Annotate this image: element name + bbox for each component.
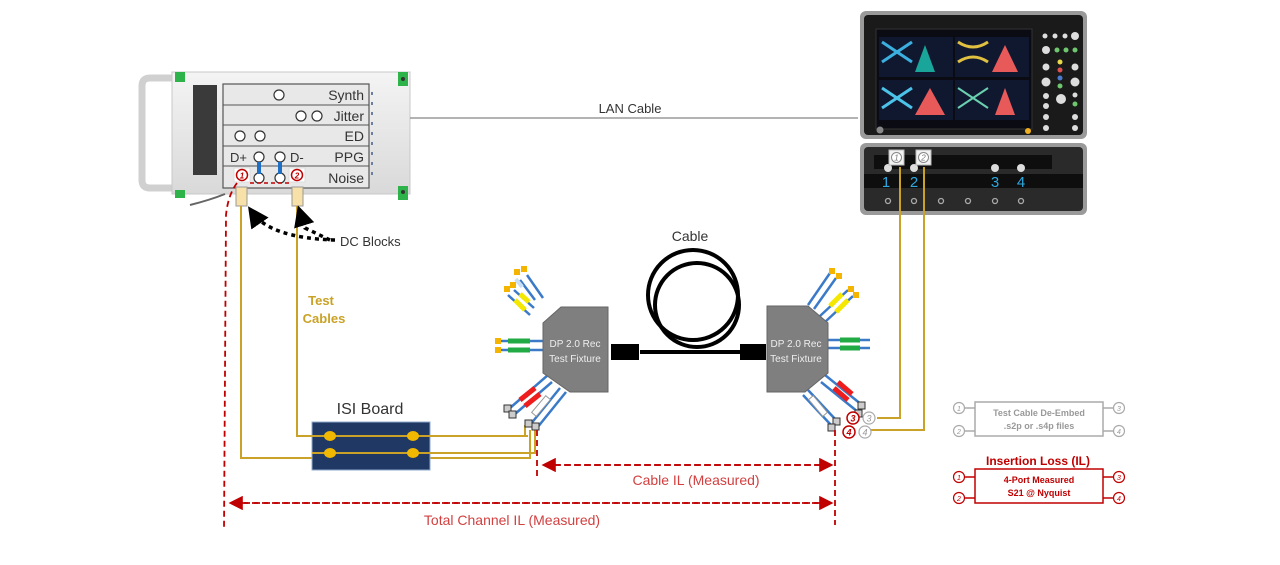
module-label-ed: ED [345, 128, 364, 144]
fixture-port-3-red: 3 [846, 411, 860, 425]
il-box [974, 468, 1104, 504]
ppg-dplus-connector [253, 151, 265, 163]
il-port-3: 3 [1117, 475, 1121, 482]
il-port-2: 2 [956, 496, 961, 503]
svg-text:1: 1 [894, 154, 898, 163]
synth-connector [273, 89, 285, 101]
il-port-1: 1 [957, 475, 961, 482]
fixture-left-label-line2: Test Fixture [549, 354, 601, 365]
test-cables-label-line1: Test [308, 293, 334, 308]
il-line1: 4-Port Measured [1004, 475, 1075, 485]
scope-inputs [884, 164, 1025, 172]
fixture-port-3-gray: 3 [862, 411, 876, 425]
fixture-right-body [766, 305, 829, 393]
vent-grid [193, 85, 217, 175]
fixture-left: DP 2.0 Rec Test Fixture [495, 266, 609, 431]
svg-text:1: 1 [240, 172, 245, 181]
legend-insertion-loss: Insertion Loss (IL) 1 2 3 4 4-Port Measu… [952, 454, 1126, 505]
channel-1-label: 1 [882, 174, 890, 191]
svg-text:4: 4 [862, 428, 867, 438]
cable-connector-right [740, 344, 766, 360]
deembed-port-4: 4 [1117, 429, 1121, 436]
jitter-connector [295, 110, 307, 122]
scope-cable-2 [867, 167, 925, 431]
il-title: Insertion Loss (IL) [986, 454, 1090, 468]
scope-eye-diagrams [879, 37, 1029, 120]
isi-board: ISI Board [311, 401, 431, 471]
channel-2-label: 2 [910, 174, 918, 191]
dc-blocks-label: DC Blocks [340, 234, 401, 249]
module-label-jitter: Jitter [334, 108, 365, 124]
svg-text:2: 2 [294, 172, 300, 181]
svg-text:2: 2 [920, 154, 926, 163]
noise-connector [274, 172, 286, 184]
ppg-dminus-connector [274, 151, 286, 163]
jitter-connector [311, 110, 323, 122]
lan-cable-label: LAN Cable [599, 101, 662, 116]
ppg-jumper [257, 162, 261, 174]
deembed-port-2: 2 [956, 429, 961, 436]
dminus-label: D- [290, 150, 304, 165]
cable-label: Cable [672, 228, 709, 244]
fixture-right-label-line2: Test Fixture [770, 354, 822, 365]
dc-blocks-arrow [294, 205, 331, 242]
module-label-noise: Noise [328, 170, 364, 186]
il-port-4: 4 [1117, 496, 1121, 503]
legend-deembed: 1 2 3 4 Test Cable De-Embed .s2p or .s4p… [952, 401, 1126, 438]
cable-loop: Cable [611, 228, 766, 360]
noise-connector [253, 172, 265, 184]
ppg-jumper [278, 162, 282, 174]
dc-block-2 [291, 186, 304, 207]
deembed-line2: .s2p or .s4p files [1004, 421, 1075, 431]
fixture-left-label-line1: DP 2.0 Rec [550, 339, 601, 350]
isi-board-label: ISI Board [337, 401, 404, 418]
fixture-right-label-line1: DP 2.0 Rec [771, 339, 822, 350]
measurement-lines [223, 182, 836, 531]
cable-il-label: Cable IL (Measured) [632, 472, 759, 488]
isi-board-body [311, 421, 431, 471]
deembed-line1: Test Cable De-Embed [993, 408, 1085, 418]
deembed-port-1: 1 [957, 406, 961, 413]
channel-3-label: 3 [991, 174, 999, 191]
deembed-port-3: 3 [1117, 406, 1121, 413]
fixture-left-body [542, 306, 609, 393]
fixture-right: DP 2.0 Rec Test Fixture [766, 268, 870, 432]
total-il-left-extent [223, 182, 238, 531]
channel-4-label: 4 [1017, 174, 1025, 191]
cable-connector-left [611, 344, 639, 360]
bert-foot [175, 72, 185, 82]
ed-connector [234, 130, 246, 142]
scope-port-1-badge: 1 [888, 149, 905, 166]
ed-connector [254, 130, 266, 142]
fixture-port-4-gray: 4 [858, 425, 872, 439]
deembed-box [974, 401, 1104, 437]
total-channel-il-label: Total Channel IL (Measured) [424, 512, 600, 528]
oscilloscope: 1 2 3 4 1 2 [860, 11, 1087, 215]
fixture-port-4-red: 4 [842, 425, 856, 439]
il-line2: S21 @ Nyquist [1008, 488, 1071, 498]
svg-text:3: 3 [850, 414, 855, 424]
bert-foot [175, 190, 185, 198]
bert-instrument: Synth Jitter ED PPG Noise D+ D- 1 [138, 71, 411, 207]
dplus-label: D+ [230, 150, 247, 165]
test-cables-label-line2: Cables [303, 311, 346, 326]
scope-cable-1 [877, 167, 901, 419]
bert-port-1-badge: 1 [233, 167, 251, 183]
scope-port-2-badge: 2 [915, 149, 932, 166]
svg-text:4: 4 [845, 428, 851, 438]
bert-port-2-badge: 2 [288, 167, 306, 183]
dc-block-1 [235, 186, 248, 207]
svg-text:3: 3 [866, 414, 871, 424]
scope-controls [1041, 32, 1080, 131]
module-label-synth: Synth [328, 87, 364, 103]
bert-handle [138, 74, 175, 192]
module-label-ppg: PPG [334, 149, 364, 165]
